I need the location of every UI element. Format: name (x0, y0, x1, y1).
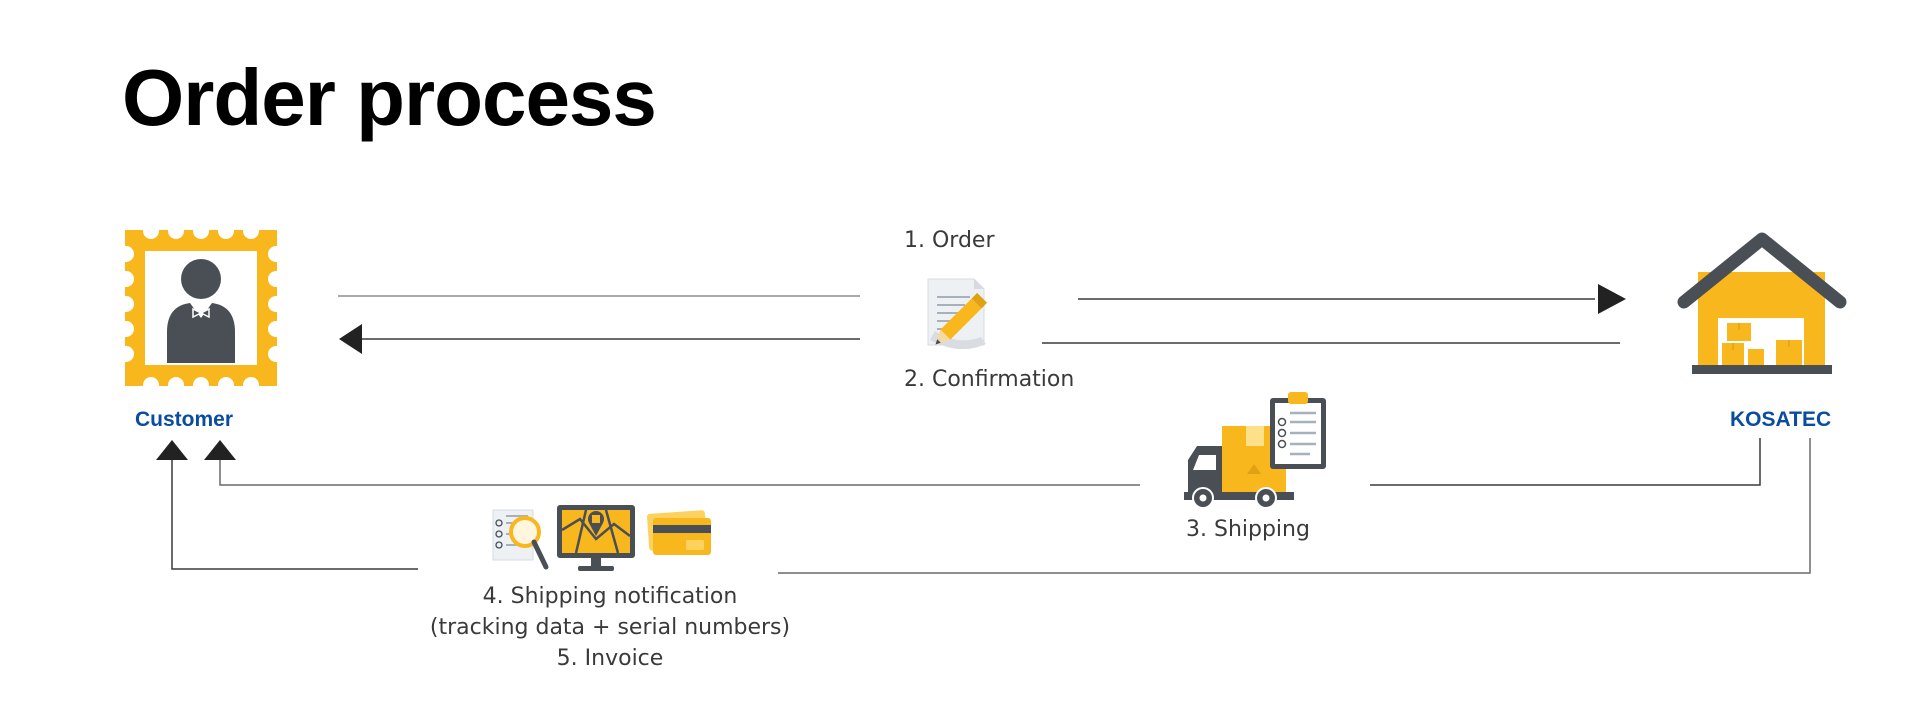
step-order-label: 1. Order (904, 228, 995, 253)
confirmation-arrowhead (339, 324, 362, 354)
warehouse-icon (1677, 232, 1847, 374)
customer-stamp-icon (125, 230, 277, 386)
kosatec-label: KOSATEC (1730, 408, 1832, 431)
shipping-arrowhead (204, 440, 236, 460)
step-notification-label: 4. Shipping notification (tracking data … (380, 581, 840, 674)
order-arrowhead (1598, 284, 1626, 314)
credit-card-icon (647, 510, 711, 555)
shipping-path (1370, 438, 1761, 486)
notification-arrowhead (156, 440, 188, 460)
clipboard-checklist-icon (1270, 392, 1326, 469)
shipping-path-left (219, 456, 1140, 486)
notification-line-2: (tracking data + serial numbers) (429, 615, 791, 640)
notification-line-1: 4. Shipping notification (482, 584, 738, 609)
customer-label: Customer (135, 408, 234, 431)
document-pencil-icon (927, 278, 988, 350)
monitor-map-icon (557, 505, 635, 571)
page-title: Order process (122, 53, 657, 142)
step-shipping-label: 3. Shipping (1186, 517, 1310, 542)
arrowheads (156, 284, 1626, 460)
notification-path-right (778, 438, 1811, 574)
step-confirmation-label: 2. Confirmation (904, 367, 1075, 392)
notification-line-3: 5. Invoice (556, 646, 664, 671)
checklist-magnifier-icon (492, 509, 549, 570)
connector-lines (171, 295, 1811, 574)
notification-path-left (171, 456, 418, 570)
